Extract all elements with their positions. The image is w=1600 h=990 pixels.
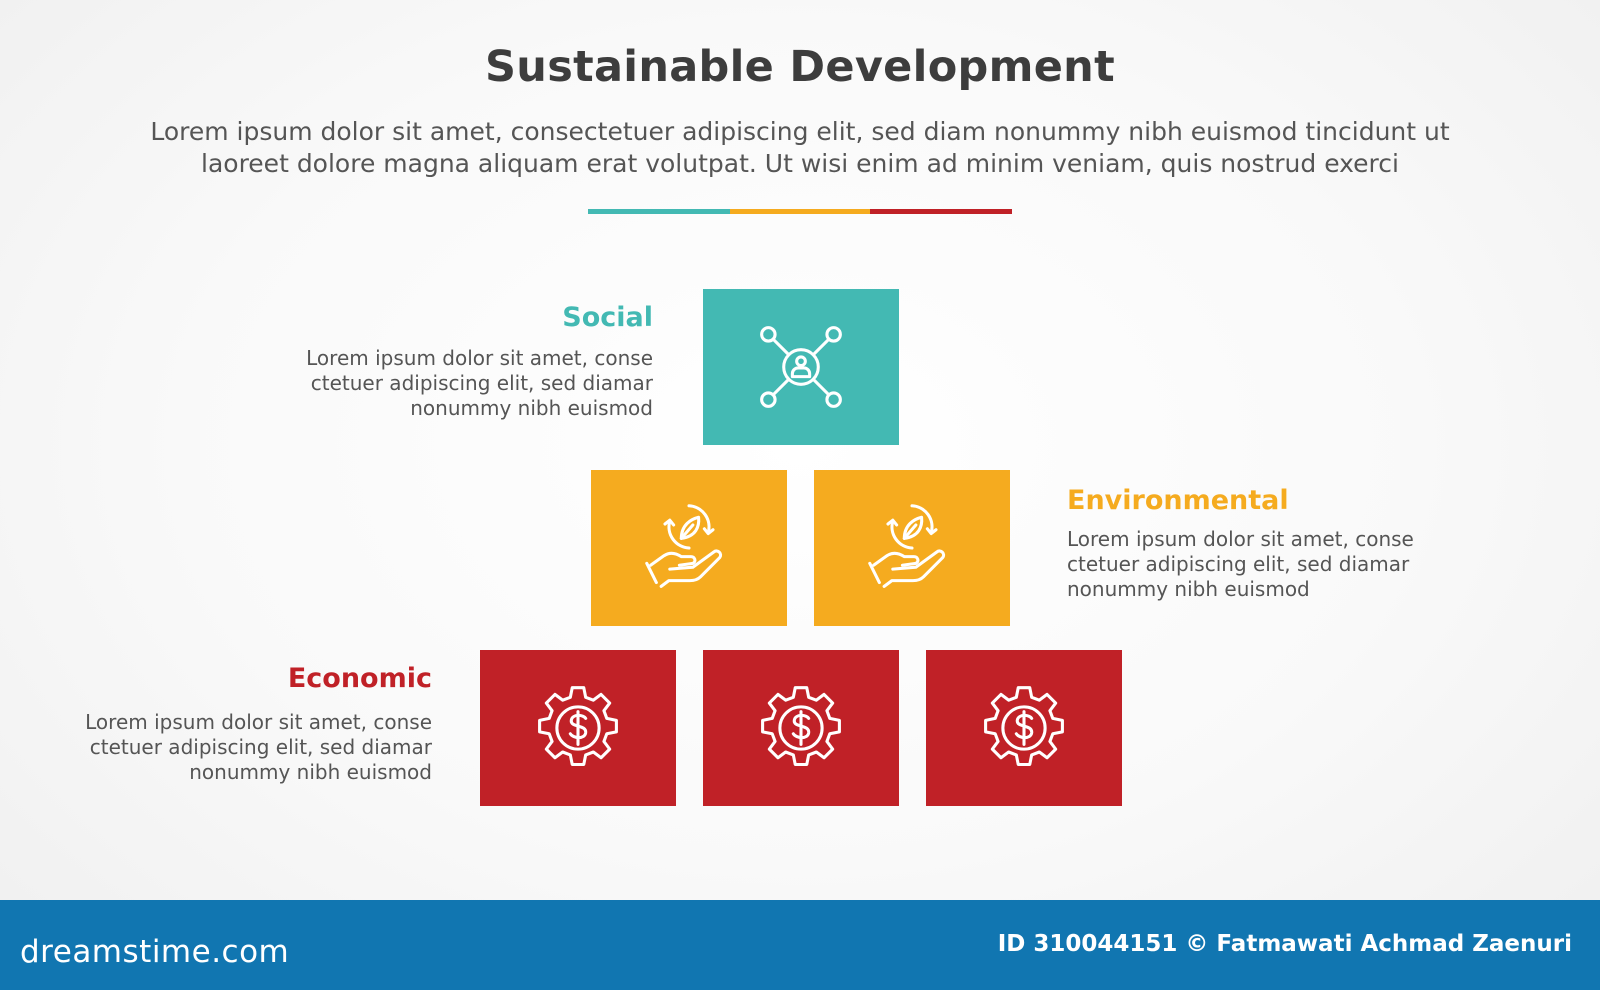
- page-title: Sustainable Development: [485, 42, 1115, 92]
- subtitle-line-2: laoreet dolore magna aliquam erat volutp…: [201, 149, 1399, 178]
- subtitle-line-1: Lorem ipsum dolor sit amet, consectetuer…: [150, 117, 1450, 146]
- economic-desc-line-2: ctetuer adipiscing elit, sed diamar: [89, 735, 432, 759]
- social-desc-line-1: Lorem ipsum dolor sit amet, conse: [306, 346, 653, 370]
- environmental-description: Lorem ipsum dolor sit amet, conse ctetue…: [1067, 527, 1414, 602]
- social-description: Lorem ipsum dolor sit amet, conse ctetue…: [306, 346, 653, 421]
- environmental-desc-line-2: ctetuer adipiscing elit, sed diamar: [1067, 552, 1410, 576]
- economic-block-2: [703, 650, 899, 806]
- economic-block-3: [926, 650, 1122, 806]
- gear-dollar-icon: [984, 686, 1064, 767]
- footer-credit: ID 310044151 © Fatmawati Achmad Zaenuri: [997, 931, 1572, 957]
- page-subtitle: Lorem ipsum dolor sit amet, consectetuer…: [110, 116, 1490, 180]
- environmental-block-2: [814, 470, 1010, 626]
- hand-leaf-cycle-icon: [645, 504, 723, 588]
- divider-segment-red: [870, 209, 1012, 214]
- economic-desc-line-1: Lorem ipsum dolor sit amet, conse: [85, 710, 432, 734]
- social-desc-line-3: nonummy nibh euismod: [410, 396, 653, 420]
- social-label: Social: [562, 302, 653, 333]
- economic-description: Lorem ipsum dolor sit amet, conse ctetue…: [85, 710, 432, 785]
- gear-dollar-icon: [538, 686, 618, 767]
- footer-bar: dreamstime.com ID 310044151 © Fatmawati …: [0, 900, 1600, 990]
- environmental-label: Environmental: [1067, 485, 1289, 516]
- social-desc-line-2: ctetuer adipiscing elit, sed diamar: [310, 371, 653, 395]
- environmental-desc-line-3: nonummy nibh euismod: [1067, 577, 1310, 601]
- divider-segment-teal: [588, 209, 730, 214]
- environmental-desc-line-1: Lorem ipsum dolor sit amet, conse: [1067, 527, 1414, 551]
- network-user-icon: [760, 326, 842, 408]
- gear-dollar-icon: [761, 686, 841, 767]
- economic-desc-line-3: nonummy nibh euismod: [189, 760, 432, 784]
- economic-block-1: [480, 650, 676, 806]
- hand-leaf-cycle-icon: [868, 504, 946, 588]
- economic-label: Economic: [287, 663, 432, 694]
- footer-brand[interactable]: dreamstime.com: [20, 934, 290, 970]
- divider-segment-yellow: [730, 209, 870, 214]
- social-block: [703, 289, 899, 445]
- environmental-block-1: [591, 470, 787, 626]
